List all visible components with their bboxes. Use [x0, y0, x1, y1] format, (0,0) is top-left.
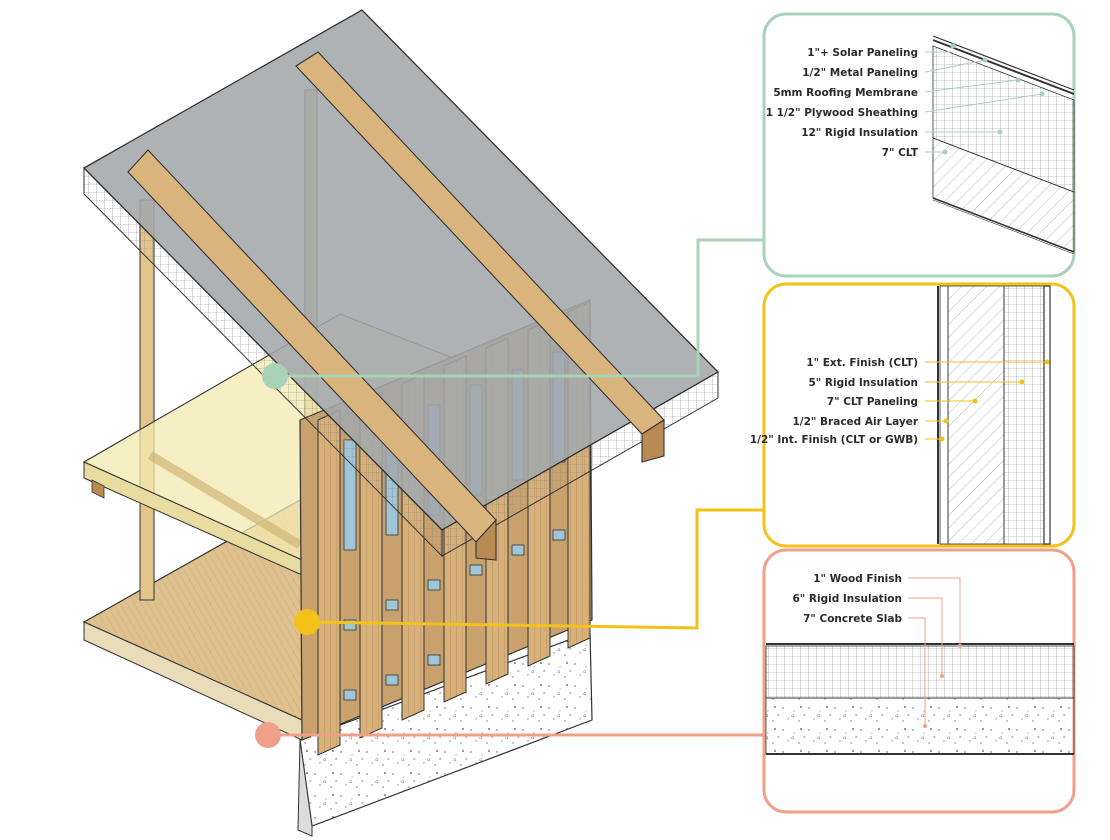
- roof-detail-panel: 1"+ Solar Paneling 1/2" Metal Paneling 5…: [762, 12, 1076, 278]
- wall-detail-panel: 1" Ext. Finish (CLT) 5" Rigid Insulation…: [750, 282, 1076, 548]
- wall-layer-label: 1/2" Int. Finish (CLT or GWB): [750, 434, 918, 446]
- floor-detail-panel: 1" Wood Finish 6" Rigid Insulation 7" Co…: [762, 548, 1076, 814]
- roof-layer-label: 7" CLT: [882, 147, 919, 159]
- wall-layer-label: 1/2" Braced Air Layer: [792, 416, 918, 428]
- wall-layer-label: 5" Rigid Insulation: [808, 377, 918, 389]
- roof-layer-label: 1"+ Solar Paneling: [807, 47, 918, 59]
- wall-callout-leader: [306, 508, 764, 630]
- roof-callout-dot: [262, 363, 288, 389]
- building-axonometric: [82, 9, 720, 837]
- roof-layer-label: 1 1/2" Plywood Sheathing: [766, 107, 918, 119]
- floor-callout-dot: [255, 722, 281, 748]
- roof-callout-leader: [275, 238, 764, 378]
- wall-layer-label: 7" CLT Paneling: [827, 396, 918, 408]
- floor-layer-label: 7" Concrete Slab: [803, 613, 902, 625]
- roof-layer-label: 12" Rigid Insulation: [801, 127, 918, 139]
- roof-beams: [127, 51, 665, 561]
- floor-layer-label: 1" Wood Finish: [813, 573, 902, 585]
- roof-layer-label: 1/2" Metal Paneling: [802, 67, 918, 79]
- floor-layer-label: 6" Rigid Insulation: [792, 593, 902, 605]
- wall-callout-dot: [294, 609, 320, 635]
- roof-layer-label: 5mm Roofing Membrane: [773, 87, 918, 99]
- wall-layer-label: 1" Ext. Finish (CLT): [806, 357, 918, 369]
